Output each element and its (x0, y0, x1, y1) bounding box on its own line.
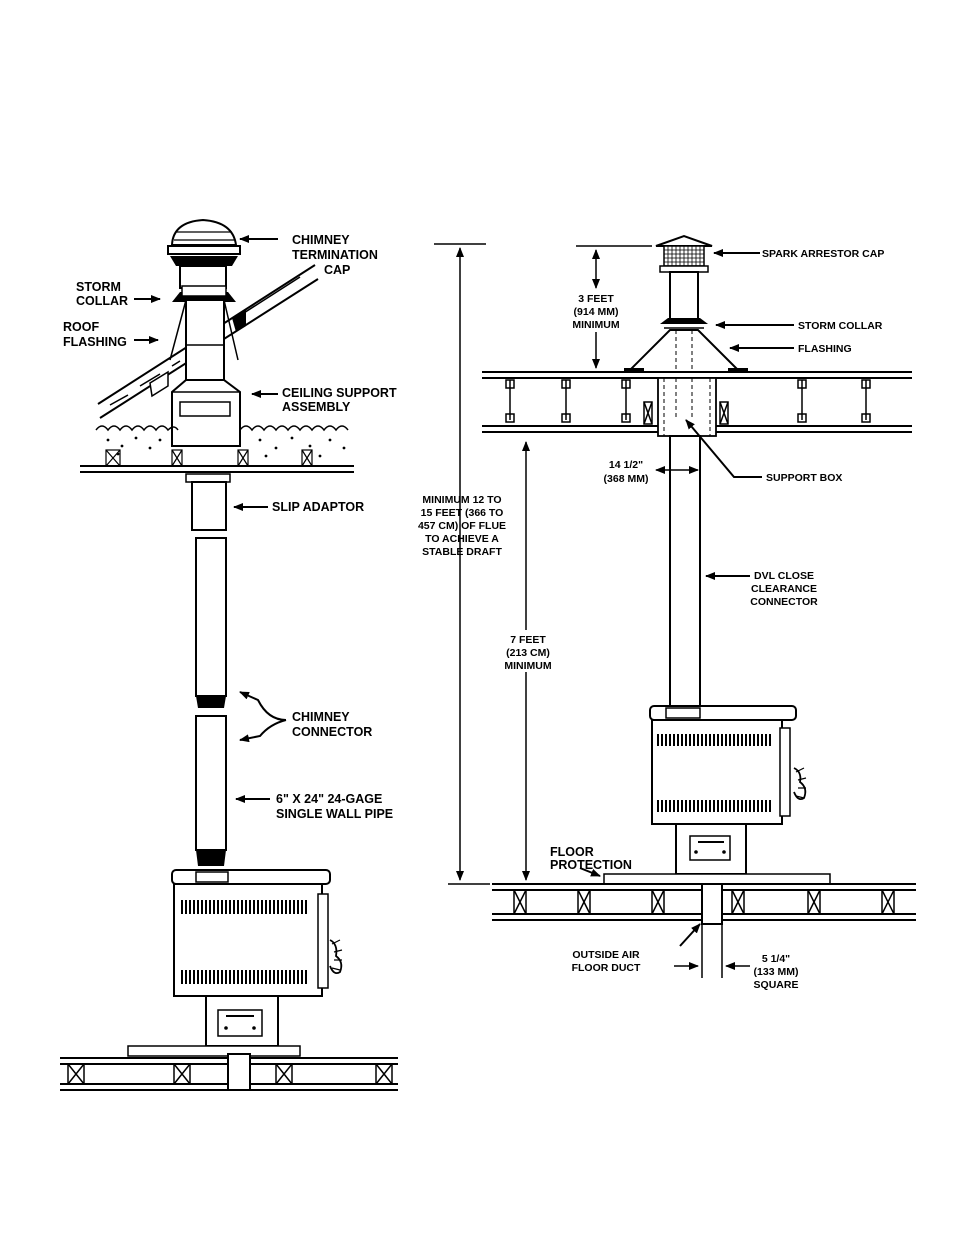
storm-collar-label-line2: COLLAR (76, 294, 128, 308)
single-wall-pipe-label-line2: SINGLE WALL PIPE (276, 807, 393, 821)
support-box (657, 377, 717, 437)
spark-arrestor-cap (655, 234, 713, 273)
chimney-pipe (169, 299, 239, 381)
ceiling-insulation (80, 425, 354, 473)
support-box-label: SUPPORT BOX (766, 472, 842, 484)
five-quarter-label-line2: (133 MM) (754, 966, 799, 978)
dvl-connector-label-line1: DVL CLOSE (754, 570, 814, 582)
ceiling-support-label-line2: ASSEMBLY (282, 400, 351, 414)
flashing-right-label: FLASHING (798, 343, 852, 355)
seven-feet-label-line1: 7 FEET (510, 634, 546, 646)
left-leader-arrows (134, 235, 287, 803)
three-feet-label-line3: MINIMUM (572, 319, 619, 331)
right-floor (492, 883, 916, 978)
slip-adaptor (185, 473, 231, 531)
storm-collar-label-line1: STORM (76, 280, 121, 294)
left-labels: CHIMNEY TERMINATION CAP STORM COLLAR ROO… (63, 233, 397, 821)
dvl-connector-label-line2: CLEARANCE (751, 583, 817, 595)
minimum-flue-label-line4: TO ACHIEVE A (425, 533, 499, 545)
outside-air-label-line2: FLOOR DUCT (572, 962, 641, 974)
seven-feet-label-line3: MINIMUM (504, 660, 551, 672)
three-feet-label-line2: (914 MM) (574, 306, 619, 318)
chimney-cap-label-line1: CHIMNEY (292, 233, 350, 247)
outside-air-label-line1: OUTSIDE AIR (572, 949, 640, 961)
chimney-cap-label-line2: TERMINATION (292, 248, 378, 262)
floor-protection-label-line2: PROTECTION (550, 858, 632, 872)
chimney-cap-label-line3: CAP (324, 263, 350, 277)
minimum-flue-label-line5: STABLE DRAFT (422, 546, 502, 558)
slip-adaptor-label: SLIP ADAPTOR (272, 500, 364, 514)
chimney-termination-cap (167, 218, 241, 289)
minimum-flue-label-line3: 457 CM) OF FLUE (418, 520, 506, 532)
right-installation-diagram: SPARK ARRESTOR CAP 3 FEET (914 MM) MINIM… (418, 234, 916, 991)
left-installation-diagram: CHIMNEY TERMINATION CAP STORM COLLAR ROO… (60, 218, 398, 1091)
roof-flashing-label-line2: FLASHING (63, 335, 127, 349)
fourteen-half-label-line1: 14 1/2" (609, 459, 643, 471)
minimum-flue-label-line2: 15 FEET (366 TO (421, 507, 504, 519)
minimum-flue-label-line1: MINIMUM 12 TO (422, 494, 501, 506)
chimney-connector-pipes (195, 537, 227, 866)
floor-protection-label-line1: FLOOR (550, 845, 594, 859)
dvl-connector-label-line3: CONNECTOR (750, 596, 818, 608)
seven-feet-label-line2: (213 CM) (506, 647, 550, 659)
single-wall-pipe-label-line1: 6" X 24" 24-GAGE (276, 792, 382, 806)
chimney-connector-label-line1: CHIMNEY (292, 710, 350, 724)
right-labels: SPARK ARRESTOR CAP 3 FEET (914 MM) MINIM… (418, 248, 884, 991)
right-chimney-pipe (624, 271, 748, 373)
right-stove (603, 705, 831, 885)
right-leader-arrows (579, 249, 794, 947)
roof-flashing-label-line1: ROOF (63, 320, 99, 334)
three-feet-label-line1: 3 FEET (578, 293, 614, 305)
five-quarter-label-line1: 5 1/4" (762, 953, 790, 965)
ceiling-support-label-line1: CEILING SUPPORT (282, 386, 397, 400)
left-floor (60, 1053, 398, 1091)
spark-arrestor-cap-label: SPARK ARRESTOR CAP (762, 248, 884, 260)
storm-collar-right-label: STORM COLLAR (798, 320, 883, 332)
fourteen-half-label-line2: (368 MM) (604, 473, 649, 485)
five-quarter-label-line3: SQUARE (754, 979, 799, 991)
dimension-lines (434, 243, 750, 970)
left-stove (127, 869, 343, 1057)
dvl-connector-pipe (669, 435, 701, 707)
ceiling-support-assembly (171, 379, 241, 447)
chimney-connector-label-line2: CONNECTOR (292, 725, 372, 739)
